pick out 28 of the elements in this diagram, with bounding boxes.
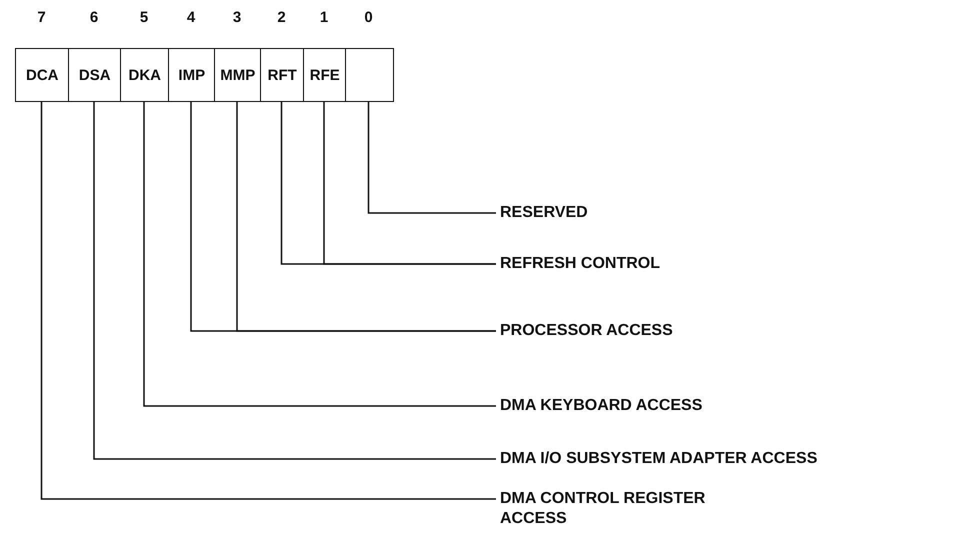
field-description: RESERVED xyxy=(500,203,800,223)
leader-line xyxy=(368,102,496,214)
field-description: DMA CONTROL REGISTER ACCESS xyxy=(500,489,750,529)
bit-field-cell: RFE xyxy=(303,48,346,102)
bit-number: 6 xyxy=(88,9,100,27)
bit-number: 4 xyxy=(186,9,196,27)
bit-number: 3 xyxy=(232,9,242,27)
bit-field-cell: MMP xyxy=(214,48,262,102)
bit-field-cell: DCA xyxy=(15,48,70,102)
leader-line xyxy=(93,102,496,460)
bit-field-cell: DSA xyxy=(68,48,122,102)
field-description: PROCESSOR ACCESS xyxy=(500,321,800,341)
bit-number: 2 xyxy=(276,9,287,27)
leader-line xyxy=(323,102,496,265)
leader-line xyxy=(143,102,496,407)
field-description: DMA I/O SUBSYSTEM ADAPTER ACCESS xyxy=(500,449,950,469)
leader-line xyxy=(40,102,496,500)
field-description: REFRESH CONTROL xyxy=(500,254,800,274)
leader-line xyxy=(236,102,496,332)
bit-field-cell: RFT xyxy=(260,48,304,102)
empty-bit-cell xyxy=(345,48,394,102)
bit-field-cell: IMP xyxy=(168,48,216,102)
bit-field-cell: DKA xyxy=(120,48,170,102)
bit-number: 1 xyxy=(318,9,330,27)
bit-number: 5 xyxy=(138,9,150,27)
bit-number: 0 xyxy=(363,9,374,27)
bit-number: 7 xyxy=(36,9,47,27)
field-description: DMA KEYBOARD ACCESS xyxy=(500,396,800,416)
